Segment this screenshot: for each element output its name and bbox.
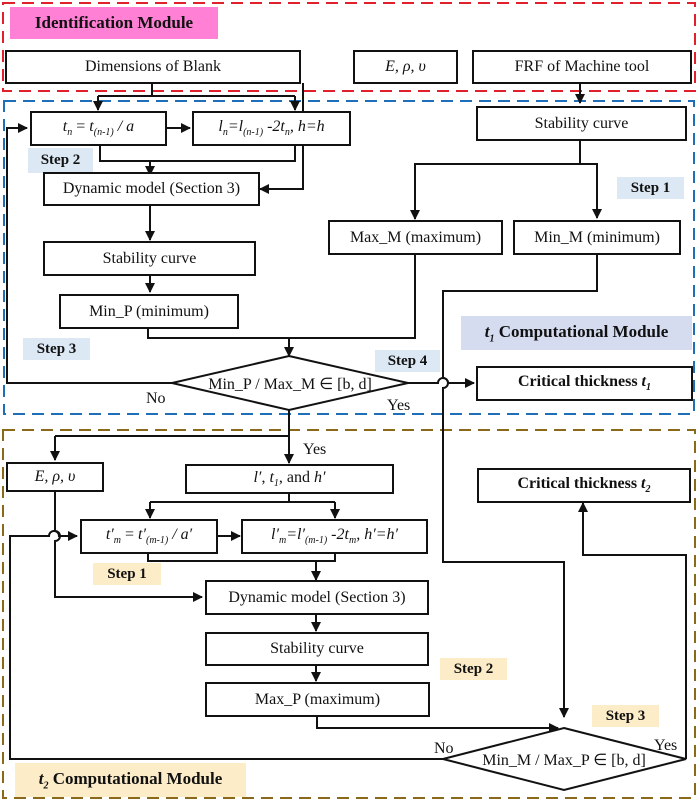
connector-tm-lm-to-dynamic [147,553,336,580]
identification-module-label: Identification Module [10,7,218,39]
t2-module-frame [2,429,696,799]
connector-minp-maxm-to-decision [147,255,416,356]
t2-step-3-label: Step 3 [592,705,659,727]
connector-stability-split [414,140,597,218]
dimensions-of-blank-text: Dimensions of Blank [85,58,221,75]
t1-step-2-label: Step 2 [28,148,93,173]
critical-thickness-t1-box: Critical thickness t1 [476,366,693,401]
identification-module-frame [2,2,696,92]
ln-formula: ln=l(n-1) -2tn, h=h [218,118,325,139]
decision-diamond-t1 [171,354,409,412]
t2-material-properties-box: E, ρ, υ [6,462,104,492]
t1-module-frame [3,100,695,415]
tn-formula: tn = t(n-1) / a [62,118,135,139]
arrow-decision-to-critical-t1 [408,377,475,388]
connector-input-split [150,493,335,503]
material-properties-box: E, ρ, υ [353,50,458,84]
tn-formula-box: tn = t(n-1) / a [30,111,167,146]
lm-formula-box: l′m=l′(m-1) -2tm, h′=h′ [241,519,428,554]
t1-dynamic-model-box: Dynamic model (Section 3) [43,172,260,206]
t2-no-label: No [434,740,454,757]
t2-module-label: t2 Computational Module [15,763,246,797]
arrow-maxp-to-t2-decision [316,716,559,733]
t1-module-label: t1 Computational Module [461,316,692,350]
t2-yes-label-right: Yes [654,737,678,754]
min-p-box: Min_P (minimum) [59,294,239,329]
t1-step-1-label: Step 1 [617,177,684,199]
frf-machine-tool-text: FRF of Machine tool [514,58,650,75]
arrow-no-loop-to-tn [6,123,172,384]
material-properties-text: E, ρ, υ [385,58,426,75]
t2-dynamic-model-box: Dynamic model (Section 3) [205,580,429,615]
t2-stability-curve-box: Stability curve [205,632,429,666]
ln-formula-box: ln=l(n-1) -2tn, h=h [192,111,351,146]
t2-step-2-label: Step 2 [440,658,507,680]
connector-dimensions-split [98,83,295,97]
decision-diamond-t2 [442,726,687,792]
critical-thickness-t2-box: Critical thickness t2 [477,468,691,503]
arrow-t2-no-loop-to-tm [9,530,443,760]
dimensions-of-blank-box: Dimensions of Blank [5,50,301,84]
t1-stability-curve-box: Stability curve [43,241,256,276]
t1-stability-curve-frf-box: Stability curve [476,106,687,141]
t2-yes-label: Yes [303,441,327,458]
max-p-box: Max_P (maximum) [205,682,430,717]
identification-module-title: Identification Module [34,13,194,32]
connector-decision-to-t2 [55,410,290,437]
t1-yes-label: Yes [387,397,411,414]
t1-decision-text: Min_P / Max_M ∈ [b, d] [208,376,372,393]
t1-step-4-label: Step 4 [375,350,440,372]
arrow-t2-yes-to-critical [578,502,687,759]
t1-step-3-label: Step 3 [23,338,90,360]
t2-step-1-label: Step 1 [93,563,161,585]
max-m-box: Max_M (maximum) [328,220,503,255]
t1-no-label: No [146,390,166,407]
t2-decision-text: Min_M / Max_P ∈ [b, d] [482,752,646,769]
t2-input-box: l′, t1, and h′ [185,464,394,494]
min-m-box: Min_M (minimum) [513,220,681,255]
tm-formula-box: t′m = t′(m-1) / a′ [80,519,218,554]
connector-merge-to-dynamic [99,145,296,175]
frf-machine-tool-box: FRF of Machine tool [472,50,692,84]
